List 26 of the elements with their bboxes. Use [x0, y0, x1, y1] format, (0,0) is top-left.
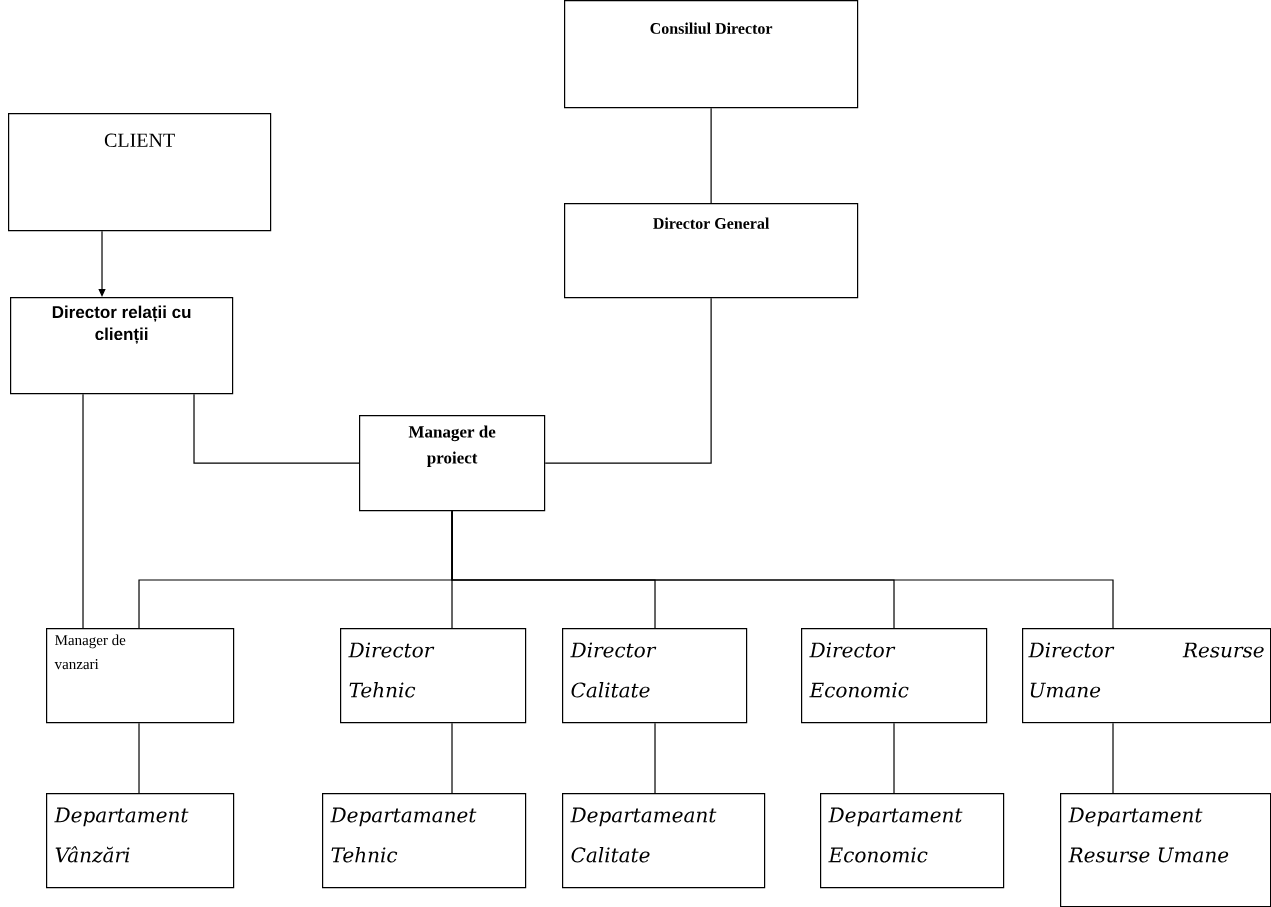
connector-line [451, 722, 453, 794]
org-box: Departament Vânzări [46, 793, 235, 889]
connector-line [193, 393, 360, 464]
arrow [98, 230, 106, 297]
org-box: Manager de vanzari [46, 628, 235, 724]
org-box: Departamanet Tehnic [322, 793, 527, 889]
org-box: Departament Economic [820, 793, 1005, 889]
connector-line [138, 722, 140, 794]
org-box: Director Tehnic [340, 628, 527, 724]
org-box: Director General [564, 203, 859, 299]
org-box: Consiliul Director [564, 0, 859, 109]
org-box: Director Economic [801, 628, 988, 724]
connector-line [544, 297, 712, 464]
org-box: Departament Resurse Umane [1060, 793, 1271, 907]
org-box: Director Resurse Umane [1022, 628, 1271, 724]
org-box: Director relații cu clienții [10, 297, 234, 395]
org-box: Manager de proiect [359, 415, 546, 512]
connector-line [1112, 722, 1114, 794]
connector-line [654, 722, 656, 794]
connector-line [82, 393, 84, 629]
org-box: Departameant Calitate [562, 793, 766, 889]
connector-line [451, 510, 1114, 629]
org-box: CLIENT [8, 113, 272, 232]
org-box: Director Calitate [562, 628, 748, 724]
connector-line [893, 722, 895, 794]
connector-line [710, 107, 712, 204]
